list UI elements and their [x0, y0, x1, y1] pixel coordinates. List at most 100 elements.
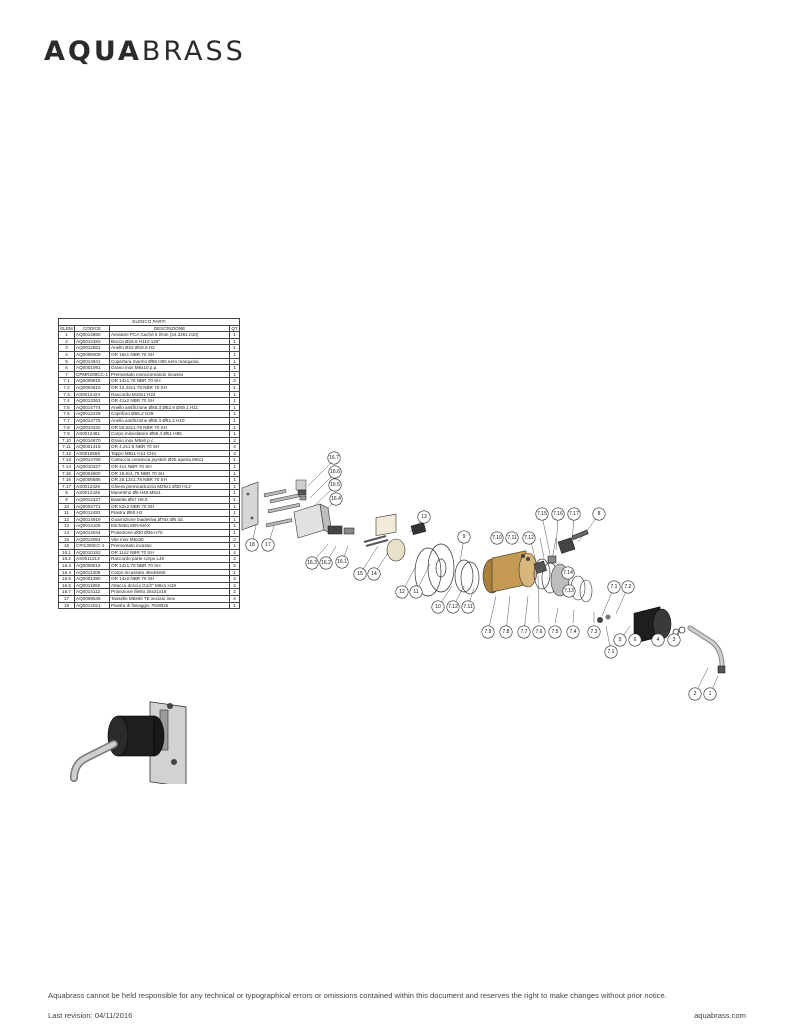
callout-balloon: 7.12 [446, 600, 460, 614]
part-code: AQ0012482 [74, 509, 110, 517]
callout-label: 12 [399, 589, 405, 595]
callout-circle [667, 633, 681, 647]
callout-balloon: 7.15 [535, 507, 549, 521]
part-code: AQ0010152 [74, 548, 110, 557]
part-elem: 16.6 [58, 581, 75, 590]
part-description: Bocca Ø18.5 H110 125° [109, 337, 230, 346]
part-description: Copertura marmo Ø68 H90 nero marquinia [109, 357, 230, 366]
column-header: DESCRIZIONE [109, 324, 230, 333]
callout-balloon: 16.2 [319, 556, 333, 570]
part-code: AQ0010432 [74, 423, 110, 432]
part-elem: 11 [58, 509, 75, 517]
callout-label: 3 [673, 637, 676, 643]
part-elem: 14 [58, 529, 75, 537]
part-code: AQ0004600 [74, 469, 110, 478]
part-description: OR 4x1 NBR 70 SH [109, 463, 230, 471]
part-qty: 1 [228, 430, 241, 438]
column-header: QT [228, 324, 241, 333]
callout-label: 7.1 [608, 649, 615, 655]
callout-label: 7.3 [591, 629, 598, 635]
part-description: Premontato monocomando incasso [109, 370, 230, 379]
footer-website-link[interactable]: aquabrass.com [694, 1011, 746, 1020]
gasket-plates [414, 543, 480, 597]
part-qty: 1 [228, 370, 241, 379]
part-description: Aeratore PCA Caché 5 l/min (44.3251.010) [109, 331, 230, 339]
callout-circle [319, 556, 333, 570]
part-description: Grano inox M6x10 p.p. [109, 364, 230, 372]
callout-label: 7.15 [537, 511, 547, 517]
assembled-product-thumbnail [70, 701, 187, 784]
part-elem: 3 [58, 344, 75, 352]
callout-label: 7.13 [564, 588, 574, 594]
part-code: AQ0011892 [74, 581, 110, 590]
brand-logo: AQUABRASS [44, 36, 246, 67]
part-description: OR 14x1.78 NBR 70 SH [109, 561, 230, 570]
callout-balloon: 7.6 [532, 625, 546, 639]
part-description: OR 15.6x1.78 NBR 70 SH [109, 469, 230, 478]
part-code: AQ0012427 [74, 496, 110, 504]
part-description: Ghiera premicartuccia M28x1 Ø30 H13 [109, 482, 230, 491]
part-description: Protezione Ø30 Ø35 H70 [109, 529, 230, 537]
part-code: AQ0001418 [74, 443, 110, 451]
callout-circle [245, 538, 259, 552]
callout-balloon: 5 [613, 633, 627, 647]
part-description: OR 25.12x1.78 NBR 70 SH [109, 476, 230, 484]
wall-plate-assembly [241, 479, 355, 539]
callout-balloon: 14 [367, 567, 381, 581]
callout-balloon: 15 [353, 567, 367, 581]
callout-balloon: 10 [431, 600, 445, 614]
part-elem: 6 [58, 364, 75, 372]
callout-label: 9 [463, 534, 466, 540]
callout-balloon: 7.8 [499, 625, 513, 639]
part-description: OR 14x1.78 NBR 70 SH [109, 377, 230, 385]
callout-circle [566, 625, 580, 639]
part-code: AS0011313 [74, 555, 110, 563]
cartridge-parts [521, 529, 589, 574]
callout-circle [457, 530, 471, 544]
callout-balloon: 8 [592, 507, 606, 521]
part-qty: 2 [228, 436, 241, 445]
callout-balloon: 16.6 [328, 465, 342, 479]
part-elem: 7.9 [58, 430, 75, 438]
callout-label: 16.6 [330, 469, 340, 475]
part-elem: 16.3 [58, 561, 75, 570]
part-elem: 10 [58, 502, 75, 511]
callout-balloon: 16.1 [335, 555, 349, 569]
callout-label: 16.4 [331, 496, 341, 502]
part-code: AQ0014106 [74, 522, 110, 530]
callout-balloon: 16.4 [329, 492, 343, 506]
part-code: AQ0006586 [74, 476, 110, 484]
callout-label: 4 [657, 637, 660, 643]
callout-circle [328, 465, 342, 479]
callout-balloon: 7.7 [517, 625, 531, 639]
callout-balloon: 17 [261, 538, 275, 552]
part-description: Piastra Ø80 H2 [109, 509, 230, 517]
part-code: AQ0001390 [74, 575, 110, 583]
callout-label: 7.11 [463, 604, 473, 610]
part-elem: 18 [58, 601, 75, 610]
callout-balloon: 7.11 [461, 600, 475, 614]
callout-label: 7.2 [625, 584, 632, 590]
part-description: Guarnizione biadesiva Ø75x Ø6 3d. [109, 515, 230, 524]
callout-label: 11 [413, 589, 418, 595]
part-elem: 7.13 [58, 456, 75, 465]
callout-label: 7.14 [563, 570, 573, 576]
callout-circle [651, 633, 665, 647]
part-qty: 1 [228, 344, 241, 352]
part-elem: 7.17 [58, 482, 75, 491]
callout-circle [327, 451, 341, 465]
